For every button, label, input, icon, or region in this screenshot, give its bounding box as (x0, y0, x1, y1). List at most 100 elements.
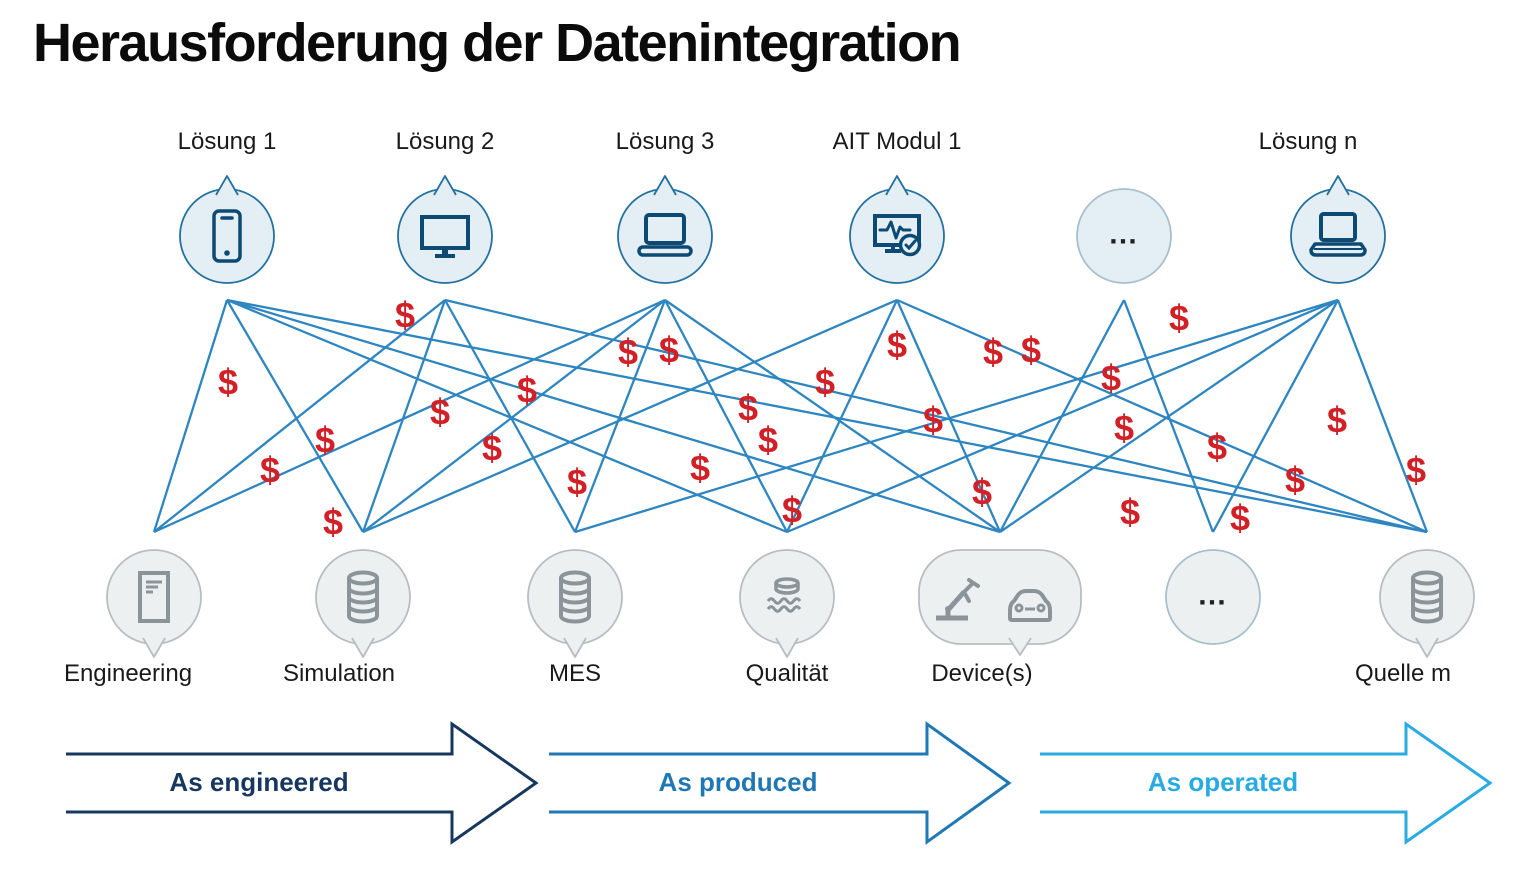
connection-line (444, 298, 1428, 534)
connection-line (226, 298, 1428, 534)
cost-dollar-symbol: $ (315, 420, 335, 461)
connection-line (574, 298, 1339, 534)
top-node-5 (1290, 175, 1386, 284)
cost-dollar-symbol: $ (567, 462, 587, 503)
laptop-wide-icon (1309, 212, 1367, 257)
connection-line (786, 298, 1339, 534)
bottom-node-label: MES (548, 660, 602, 687)
cost-dollar-symbol: $ (1285, 460, 1305, 501)
document-icon (138, 571, 170, 623)
connection-line (664, 299, 1001, 533)
diagnostics-monitor-icon (873, 214, 922, 257)
top-node-1 (397, 175, 493, 284)
bottom-node-6 (1379, 549, 1475, 658)
connection-line (226, 298, 1001, 534)
cost-dollar-symbol: $ (323, 502, 343, 543)
top-node-label: AIT Modul 1 (832, 128, 962, 155)
cost-dollar-symbol: $ (430, 392, 450, 433)
cost-dollar-symbol: $ (618, 332, 638, 373)
cost-dollar-symbol: $ (738, 388, 758, 429)
database-icon (1411, 570, 1444, 624)
node-bubble (1165, 549, 1261, 645)
connection-line (999, 299, 1339, 533)
node-bubble (527, 549, 623, 645)
top-node-label: Lösung n (1258, 128, 1358, 155)
cost-dollar-symbol: $ (1406, 450, 1426, 491)
connection-line (895, 299, 1002, 533)
node-bubble (617, 188, 713, 284)
cost-dollar-symbol: $ (1169, 298, 1189, 339)
connection-line (1211, 299, 1340, 533)
bubble-tip (1008, 637, 1032, 656)
cost-dollar-symbol: $ (758, 420, 778, 461)
bottom-node-5: … (1165, 549, 1261, 645)
cost-dollar-symbol: $ (1327, 400, 1347, 441)
bubble-tip (142, 637, 166, 658)
cost-dollar-symbol: $ (815, 362, 835, 403)
cost-dollar-symbol: $ (972, 472, 992, 513)
cost-dollar-symbol: $ (983, 332, 1003, 373)
connection-line (361, 299, 447, 533)
connection-line (785, 299, 899, 533)
cost-dollar-symbol: $ (482, 428, 502, 469)
lifecycle-arrow-0 (66, 721, 539, 845)
node-bubble (179, 188, 275, 284)
cost-dollar-symbol: $ (1114, 408, 1134, 449)
lifecycle-arrow-label-1: As produced (658, 767, 818, 797)
bubble-tip (885, 175, 909, 196)
cost-dollar-symbol: $ (395, 295, 415, 336)
page-title: Herausforderung der Datenintegration (33, 13, 962, 73)
bottom-node-0 (106, 549, 202, 658)
cost-dollar-symbol: $ (1101, 358, 1121, 399)
database-waves-icon (766, 577, 802, 613)
ellipsis-icon: … (1197, 579, 1229, 612)
laptop-icon (637, 213, 693, 257)
connection-line (153, 298, 666, 534)
cost-dollar-symbol: $ (782, 490, 802, 531)
connection-line (1336, 299, 1429, 533)
node-bubble (1290, 188, 1386, 284)
node-bubble (918, 549, 1082, 645)
top-node-label: Lösung 1 (177, 128, 277, 155)
bottom-node-label: Device(s) (931, 660, 1033, 687)
bottom-node-label: Simulation (282, 660, 396, 687)
bottom-node-3 (739, 549, 835, 658)
cost-dollar-symbol: $ (260, 450, 280, 491)
bottom-node-2 (527, 549, 623, 658)
connection-line (362, 299, 666, 533)
top-node-0 (179, 175, 275, 284)
cost-dollar-symbol: $ (1207, 427, 1227, 468)
cost-dollar-symbol: $ (690, 448, 710, 489)
top-node-4: … (1076, 188, 1172, 284)
connection-line (362, 298, 898, 534)
node-bubble (1076, 188, 1172, 284)
database-icon (559, 570, 592, 624)
connection-line (226, 298, 788, 534)
bubble-tip (1415, 637, 1439, 658)
top-node-label: Lösung 2 (395, 128, 495, 155)
node-bubble (1379, 549, 1475, 645)
database-icon (347, 570, 380, 624)
bubble-tip (775, 637, 799, 658)
node-bubble (739, 549, 835, 645)
lifecycle-arrow-label-2: As operated (1147, 767, 1299, 797)
bubble-tip (563, 637, 587, 658)
lifecycle-arrow-1 (549, 721, 1012, 845)
node-bubble (315, 549, 411, 645)
monitor-icon (420, 215, 470, 258)
connection-line (663, 299, 789, 533)
connection-line (443, 299, 577, 533)
cost-dollar-symbol: $ (218, 362, 238, 403)
bubble-tip (351, 637, 375, 658)
connection-line (896, 298, 1428, 534)
robot-and-car-icon (936, 578, 1052, 622)
top-node-2 (617, 175, 713, 284)
cost-dollar-symbol: $ (1021, 330, 1041, 371)
bottom-node-label: Engineering (63, 660, 193, 687)
top-node-3 (849, 175, 945, 284)
bubble-tip (1326, 175, 1350, 196)
bubble-tip (653, 175, 677, 196)
cost-dollar-symbol: $ (1120, 492, 1140, 533)
smartphone-icon (212, 209, 242, 263)
